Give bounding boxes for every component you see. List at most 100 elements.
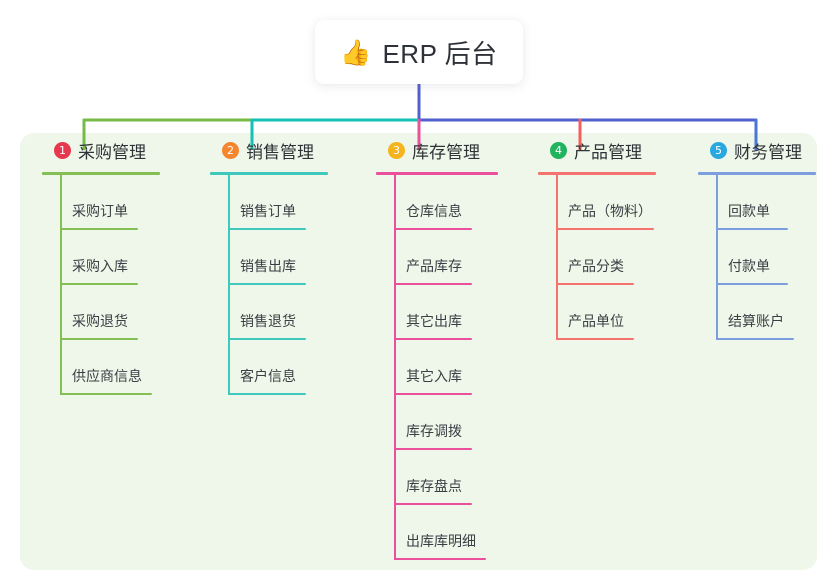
leaf-label: 销售订单	[240, 203, 296, 219]
leaf-item[interactable]: 客户信息	[204, 340, 328, 395]
branch-header-3[interactable]: 3 库存管理	[370, 133, 498, 167]
branch-column-3: 3 库存管理仓库信息产品库存其它出库其它入库库存调拨库存盘点出库库明细	[370, 133, 498, 560]
branch-header-5[interactable]: 5 财务管理	[692, 133, 816, 167]
leaf-item[interactable]: 产品（物料）	[532, 175, 656, 230]
leaf-label: 销售退货	[240, 313, 296, 329]
leaf-label: 库存盘点	[406, 478, 462, 494]
leaf-item[interactable]: 采购订单	[36, 175, 160, 230]
leaf-rule	[228, 393, 306, 395]
leaf-item[interactable]: 其它入库	[370, 340, 498, 395]
leaf-item[interactable]: 采购退货	[36, 285, 160, 340]
branch-header-2[interactable]: 2 销售管理	[204, 133, 328, 167]
leaf-rule	[716, 228, 788, 230]
leaf-item[interactable]: 结算账户	[692, 285, 816, 340]
leaf-item[interactable]: 产品分类	[532, 230, 656, 285]
leaf-item[interactable]: 其它出库	[370, 285, 498, 340]
leaf-rule	[60, 393, 152, 395]
branch-badge-4: 4	[550, 141, 567, 159]
leaf-label: 采购订单	[72, 203, 128, 219]
leaf-rule	[60, 338, 138, 340]
branch-columns: 1 采购管理采购订单采购入库采购退货供应商信息 2 销售管理销售订单销售出库销售退货客…	[0, 133, 839, 570]
leaf-label: 采购退货	[72, 313, 128, 329]
leaf-label: 产品库存	[406, 258, 462, 274]
leaf-rule	[394, 283, 472, 285]
branch-badge-1: 1	[54, 141, 71, 159]
leaf-label: 出库库明细	[406, 533, 476, 549]
leaf-item[interactable]: 库存盘点	[370, 450, 498, 505]
leaf-rule	[394, 503, 472, 505]
leaf-label: 其它入库	[406, 368, 462, 384]
branch-leaf-list-2: 销售订单销售出库销售退货客户信息	[204, 175, 328, 395]
leaf-rule	[60, 283, 138, 285]
leaf-rule	[716, 338, 794, 340]
branch-header-1[interactable]: 1 采购管理	[36, 133, 160, 167]
diagram-background-panel	[20, 133, 817, 570]
leaf-label: 采购入库	[72, 258, 128, 274]
leaf-rule	[394, 448, 472, 450]
leaf-item[interactable]: 产品单位	[532, 285, 656, 340]
branch-title-2: 销售管理	[246, 142, 314, 162]
branch-column-4: 4 产品管理产品（物料） 产品分类产品单位	[532, 133, 656, 340]
leaf-rule	[60, 228, 138, 230]
branch-title-4: 产品管理	[574, 142, 642, 162]
leaf-label: 结算账户	[728, 313, 784, 329]
leaf-rule	[556, 338, 634, 340]
branch-leaf-list-4: 产品（物料） 产品分类产品单位	[532, 175, 656, 340]
branch-header-rule-5	[698, 172, 816, 175]
branch-header-4[interactable]: 4 产品管理	[532, 133, 656, 167]
branch-spine-2	[228, 175, 230, 395]
leaf-item[interactable]: 销售出库	[204, 230, 328, 285]
leaf-rule	[228, 338, 306, 340]
leaf-item[interactable]: 出库库明细	[370, 505, 498, 560]
leaf-item[interactable]: 供应商信息	[36, 340, 160, 395]
leaf-rule	[394, 228, 472, 230]
leaf-label: 销售出库	[240, 258, 296, 274]
branch-spine-1	[60, 175, 62, 395]
root-node[interactable]: 👍 ERP 后台	[315, 20, 523, 84]
thumbs-up-icon: 👍	[340, 37, 372, 67]
leaf-rule	[394, 558, 486, 560]
branch-badge-2: 2	[222, 141, 239, 159]
branch-spine-5	[716, 175, 718, 340]
leaf-label: 客户信息	[240, 368, 296, 384]
leaf-item[interactable]: 付款单	[692, 230, 816, 285]
branch-header-rule-1	[42, 172, 160, 175]
leaf-rule	[228, 283, 306, 285]
leaf-label: 回款单	[728, 203, 770, 219]
leaf-item[interactable]: 销售订单	[204, 175, 328, 230]
leaf-rule	[228, 228, 306, 230]
branch-spine-4	[556, 175, 558, 340]
leaf-rule	[394, 393, 472, 395]
branch-header-rule-3	[376, 172, 498, 175]
leaf-label: 产品（物料）	[568, 203, 652, 219]
branch-title-5: 财务管理	[734, 142, 802, 162]
branch-header-rule-4	[538, 172, 656, 175]
leaf-item[interactable]: 仓库信息	[370, 175, 498, 230]
branch-spine-3	[394, 175, 396, 560]
leaf-label: 产品分类	[568, 258, 624, 274]
branch-badge-3: 3	[388, 141, 405, 159]
branch-title-1: 采购管理	[78, 142, 146, 162]
leaf-rule	[394, 338, 472, 340]
leaf-label: 产品单位	[568, 313, 624, 329]
branch-title-3: 库存管理	[412, 142, 480, 162]
branch-header-rule-2	[210, 172, 328, 175]
leaf-item[interactable]: 产品库存	[370, 230, 498, 285]
branch-badge-5: 5	[710, 141, 727, 159]
branch-leaf-list-5: 回款单付款单结算账户	[692, 175, 816, 340]
branch-column-1: 1 采购管理采购订单采购入库采购退货供应商信息	[36, 133, 160, 395]
branch-column-2: 2 销售管理销售订单销售出库销售退货客户信息	[204, 133, 328, 395]
leaf-rule	[716, 283, 788, 285]
leaf-item[interactable]: 库存调拨	[370, 395, 498, 450]
leaf-item[interactable]: 回款单	[692, 175, 816, 230]
leaf-item[interactable]: 销售退货	[204, 285, 328, 340]
leaf-item[interactable]: 采购入库	[36, 230, 160, 285]
branch-leaf-list-3: 仓库信息产品库存其它出库其它入库库存调拨库存盘点出库库明细	[370, 175, 498, 560]
leaf-label: 仓库信息	[406, 203, 462, 219]
branch-leaf-list-1: 采购订单采购入库采购退货供应商信息	[36, 175, 160, 395]
leaf-rule	[556, 228, 654, 230]
leaf-label: 库存调拨	[406, 423, 462, 439]
leaf-label: 付款单	[728, 258, 770, 274]
leaf-rule	[556, 283, 634, 285]
